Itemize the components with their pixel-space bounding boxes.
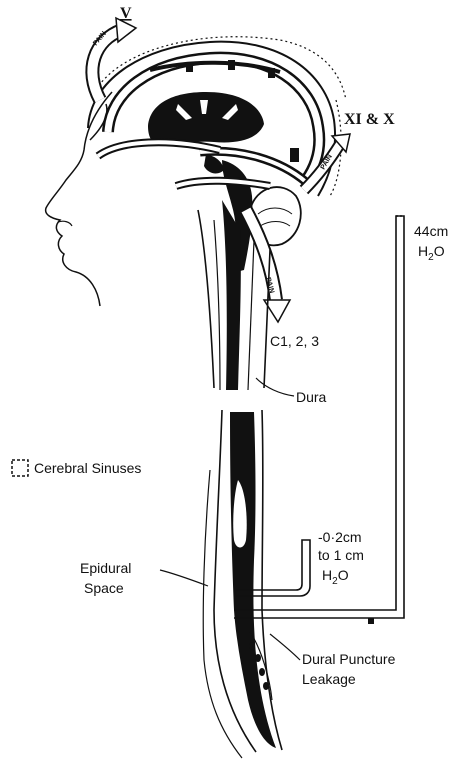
pressure-low-line1: -0·2cm bbox=[318, 529, 362, 545]
leak-line1: Dural Puncture bbox=[302, 651, 396, 667]
leak-dot-3 bbox=[259, 668, 265, 676]
pressure-low-unit: H2O bbox=[322, 567, 349, 587]
sinus-peg-3 bbox=[268, 68, 275, 78]
leak-dot-2 bbox=[255, 654, 261, 662]
dura-upper-right bbox=[248, 240, 254, 390]
cord-lower-black bbox=[230, 412, 276, 748]
pressure-high-value: 44cm bbox=[414, 223, 448, 239]
sinus-peg-1 bbox=[186, 62, 193, 72]
leak-line2: Leakage bbox=[302, 671, 356, 687]
epidural-line1: Epidural bbox=[80, 560, 131, 576]
ventricle-shape bbox=[204, 154, 224, 173]
pressure-low-line2: to 1 cm bbox=[318, 547, 364, 563]
cord-upper bbox=[222, 200, 241, 390]
canal-upper-outer-left bbox=[198, 210, 214, 388]
nerve-v-label: V bbox=[120, 5, 132, 22]
leak-dot-1 bbox=[249, 642, 255, 650]
dura-pointer bbox=[256, 378, 294, 396]
legend-label: Cerebral Sinuses bbox=[34, 460, 141, 476]
leak-dot-4 bbox=[263, 682, 269, 690]
legend-swatch bbox=[12, 460, 28, 476]
sinus-peg-2 bbox=[228, 60, 235, 70]
manometer-clip bbox=[368, 618, 374, 624]
epidural-line2: Space bbox=[84, 580, 124, 596]
dura-label: Dura bbox=[296, 389, 327, 405]
epidural-pointer bbox=[160, 570, 208, 586]
cerebellum-folia bbox=[258, 208, 292, 226]
sinus-peg-4 bbox=[290, 148, 299, 162]
nostril-line bbox=[58, 221, 72, 226]
cervical-label: C1, 2, 3 bbox=[270, 333, 319, 349]
dura-upper-left bbox=[214, 220, 220, 390]
nerve-xi-x-label: XI & X bbox=[344, 111, 395, 128]
pressure-high-unit: H2O bbox=[418, 243, 445, 263]
leak-pointer bbox=[270, 634, 300, 660]
